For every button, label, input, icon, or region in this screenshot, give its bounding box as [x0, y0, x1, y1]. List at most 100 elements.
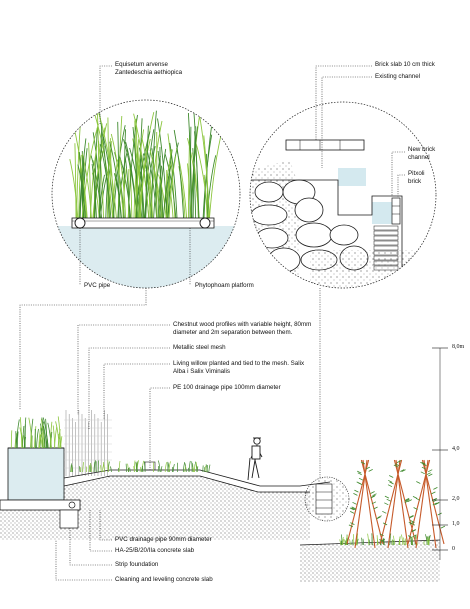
grass-blade [89, 145, 98, 221]
grass-blade [49, 421, 53, 449]
grass-blade [144, 129, 155, 221]
grass-blade [107, 466, 110, 473]
grass-blade [349, 539, 351, 546]
label-new-brick-1: New brick [408, 146, 436, 153]
grass-blade [194, 131, 200, 221]
label-pitxoli-2: brick [408, 178, 422, 185]
willow-leaf [420, 461, 425, 465]
grass-blade [158, 460, 161, 473]
willow-leaf [384, 495, 390, 499]
grass-blade [40, 418, 45, 449]
label-pitxoli-1: Pitxoli [408, 170, 425, 177]
grass-blade [129, 467, 131, 473]
grass-blade [39, 433, 42, 449]
willow-leaf [400, 469, 405, 472]
grass-blade [125, 158, 131, 221]
willow-tripods [346, 459, 446, 549]
grass-blade [341, 534, 343, 546]
grass-blade [134, 129, 145, 221]
willow-leaf [358, 477, 364, 481]
brick [373, 235, 399, 241]
label-pvc-pipe: PVC pipe [84, 282, 111, 289]
willow-leaf [360, 461, 366, 465]
grass-blade [58, 434, 62, 449]
willow-leaf [405, 498, 410, 502]
willow-leaf [386, 498, 391, 502]
label-pe-pipe: PE 100 drainage pipe 100mm diameter [173, 384, 281, 391]
willow-leaf [404, 498, 410, 501]
grass-blade [157, 165, 163, 221]
pvc-pipe-section [199, 217, 211, 229]
willow-leaf [431, 491, 436, 495]
brick [373, 245, 399, 251]
grass-blade [168, 155, 177, 221]
willow-leaf [382, 522, 388, 526]
willow-leaf [426, 472, 431, 476]
willow-leaf [428, 473, 433, 477]
grass-blade [149, 120, 163, 221]
label-strip-foundation: Strip foundation [115, 561, 159, 568]
stone [295, 222, 333, 248]
level-4m: 4,0 [452, 446, 460, 452]
willow-leaf [411, 529, 417, 532]
willow-leaf [409, 514, 414, 518]
grass-blade [80, 165, 88, 221]
willow-leaf [370, 491, 375, 494]
grass-blade [122, 168, 127, 221]
willow-leaf [440, 525, 446, 529]
willow-leaf [410, 520, 415, 523]
willow-stem [423, 459, 437, 549]
chestnut-profiles [64, 410, 156, 476]
willow-leaf [435, 501, 440, 505]
grass-blade [199, 116, 211, 221]
grass-blade [342, 537, 344, 546]
label-brick-slab: Brick slab 10 cm thick [375, 61, 435, 68]
label-existing-channel: Existing channel [375, 73, 421, 80]
grass-blade [98, 140, 105, 221]
label-ha-slab: HA-25/B/20/IIa concrete slab [115, 547, 195, 554]
grass-blade [194, 461, 198, 473]
willow-leaf [382, 510, 387, 514]
label-willow-1: Living willow planted and tied to the me… [173, 360, 305, 367]
grass-blade [143, 461, 146, 473]
grass-blade [153, 155, 161, 221]
stone [267, 247, 301, 273]
grass-blade [184, 466, 187, 473]
grass-blade [187, 112, 193, 221]
grass-blade [79, 467, 82, 473]
brick [373, 240, 399, 246]
grass-blade [10, 430, 13, 449]
grass-blade [41, 417, 46, 449]
stone [254, 181, 284, 203]
grass-tuft [10, 416, 63, 449]
grass-blade [14, 433, 17, 449]
grass-blade [79, 138, 87, 221]
willow-leaf [357, 472, 362, 476]
stone [329, 224, 359, 246]
grass-blade [149, 149, 161, 221]
grass-blade [99, 123, 103, 221]
grass-blade [69, 158, 79, 221]
grass-blade [74, 143, 77, 221]
grass-blade [141, 465, 143, 473]
grass-blade [93, 461, 96, 473]
willow-leaf [373, 506, 378, 510]
grass-blade [99, 144, 112, 221]
willow-leaf [407, 499, 412, 502]
willow-leaf [371, 501, 377, 505]
grass-blade [81, 123, 99, 221]
grass-blade [118, 460, 121, 473]
willow-leaf [413, 507, 418, 510]
grass-blade [389, 533, 392, 546]
grass-blade [21, 432, 23, 449]
grass-strip [70, 460, 211, 473]
grass-blade [392, 535, 395, 546]
grass-blade [206, 155, 217, 221]
willow-leaf [354, 489, 359, 493]
grass-blade [71, 465, 74, 473]
willow-stem [395, 459, 409, 549]
willow-leaf [365, 466, 370, 470]
grass-blade [57, 429, 61, 449]
label-equisetum: Equisetum arvense [115, 61, 168, 68]
